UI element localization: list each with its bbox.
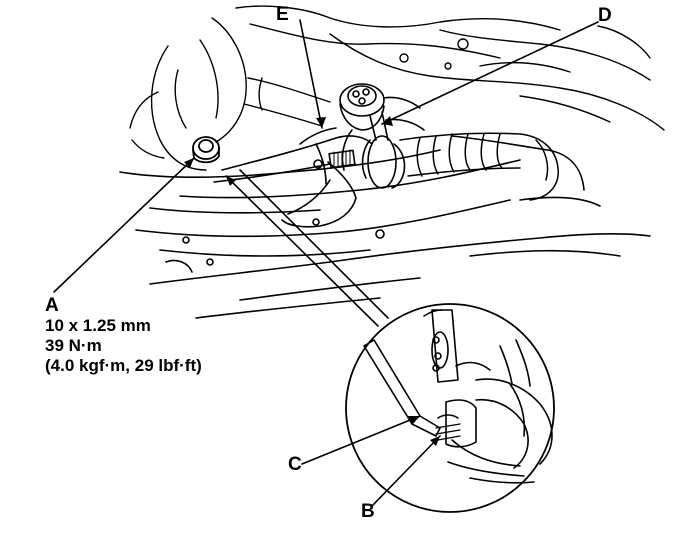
ball-joint-remover <box>213 127 373 228</box>
leader-lines <box>53 19 599 507</box>
callout-d: D <box>598 5 612 26</box>
detail-view <box>363 309 553 484</box>
rack-boot <box>399 132 559 201</box>
subframe <box>119 135 651 319</box>
nut-a <box>192 136 220 164</box>
callout-a: A <box>45 295 59 316</box>
torque-value: 39 N·m <box>45 336 102 355</box>
background-structure <box>129 5 665 171</box>
callout-b: B <box>361 501 375 522</box>
callout-e: E <box>276 4 289 25</box>
callout-c: C <box>288 454 302 475</box>
torque-alt-units: (4.0 kgf·m, 29 lbf·ft) <box>45 356 202 375</box>
thread-size: 10 x 1.25 mm <box>45 316 151 335</box>
torque-spec-a: 10 x 1.25 mm 39 N·m (4.0 kgf·m, 29 lbf·f… <box>45 316 202 376</box>
detail-circle <box>345 303 555 513</box>
arrowheads <box>184 116 440 446</box>
